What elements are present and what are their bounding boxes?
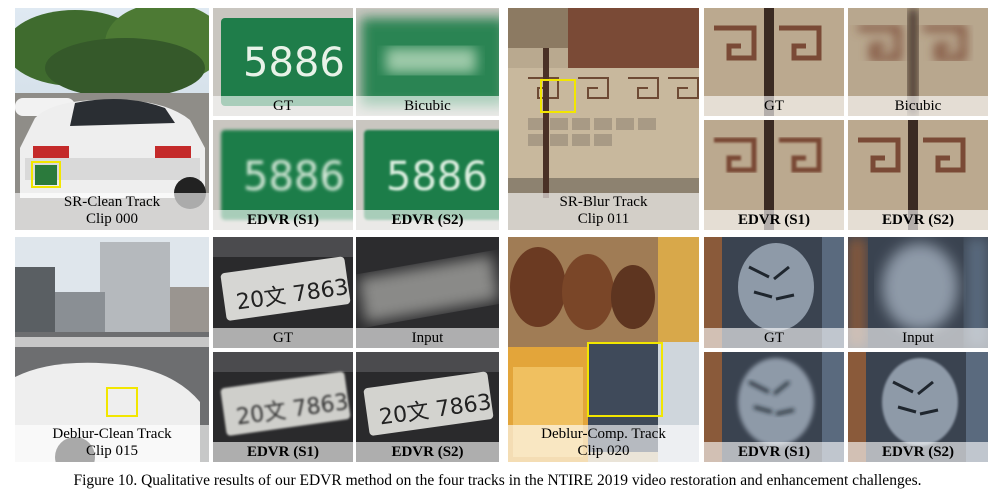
crop-label: EDVR (S2) — [848, 442, 988, 462]
sr-blur-crop-edvr-s1: EDVR (S1) — [704, 120, 844, 230]
track-caption: Deblur-Clean Track Clip 015 — [15, 425, 209, 462]
sr-clean-main-image: SR-Clean Track Clip 000 — [15, 8, 209, 230]
crop-label: EDVR (S1) — [704, 210, 844, 230]
license-plate-crop: 20文 7863 — [213, 237, 353, 348]
crop-label: EDVR (S2) — [848, 210, 988, 230]
plate-text: 5886 — [243, 40, 345, 86]
crop-label: Bicubic — [356, 96, 499, 116]
track-caption: SR-Blur Track Clip 011 — [508, 193, 699, 230]
deblur-comp-crop-input: Input — [848, 237, 988, 348]
track-caption: Deblur-Comp. Track Clip 020 — [508, 425, 699, 462]
deblur-comp-crop-gt: GT — [704, 237, 844, 348]
crop-highlight-box — [587, 342, 663, 417]
license-plate-crop — [356, 237, 499, 348]
plate-text: 5886 — [243, 154, 345, 200]
crop-label: EDVR (S1) — [704, 442, 844, 462]
deblur-clean-crop-gt: 20文 7863 GT — [213, 237, 353, 348]
sr-clean-crop-edvr-s2: 5886 EDVR (S2) — [356, 120, 499, 230]
track-caption: SR-Clean Track Clip 000 — [15, 193, 209, 230]
deblur-clean-crop-edvr-s1: 20文 7863 EDVR (S1) — [213, 352, 353, 462]
sr-clean-crop-gt: 5886 GT — [213, 8, 353, 116]
clip-name: Clip 020 — [577, 443, 630, 459]
crop-label: Input — [356, 328, 499, 348]
crop-highlight-box — [106, 387, 138, 417]
crop-label: Bicubic — [848, 96, 988, 116]
crop-highlight-box — [31, 161, 61, 188]
figure-caption: Figure 10. Qualitative results of our ED… — [73, 472, 922, 489]
crop-label: GT — [704, 328, 844, 348]
deblur-comp-crop-edvr-s2: EDVR (S2) — [848, 352, 988, 462]
crop-label: EDVR (S2) — [356, 210, 499, 230]
deblur-clean-crop-input: Input — [356, 237, 499, 348]
clip-name: Clip 015 — [85, 443, 139, 459]
crop-label: EDVR (S1) — [213, 442, 353, 462]
clip-name: Clip 011 — [577, 211, 630, 227]
crop-label: GT — [213, 96, 353, 116]
sr-clean-crop-bicubic: Bicubic — [356, 8, 499, 116]
crop-highlight-box — [540, 79, 576, 113]
deblur-clean-crop-edvr-s2: 20文 7863 EDVR (S2) — [356, 352, 499, 462]
deblur-clean-main-image: Deblur-Clean Track Clip 015 — [15, 237, 209, 462]
track-name: Deblur-Comp. Track — [541, 426, 666, 442]
sr-clean-crop-edvr-s1: 5886 EDVR (S1) — [213, 120, 353, 230]
sr-blur-crop-bicubic: Bicubic — [848, 8, 988, 116]
deblur-comp-crop-edvr-s1: EDVR (S1) — [704, 352, 844, 462]
crop-label: GT — [213, 328, 353, 348]
sr-blur-crop-gt: GT — [704, 8, 844, 116]
track-name: Deblur-Clean Track — [52, 426, 172, 442]
track-name: SR-Clean Track — [63, 194, 161, 210]
plate-text: 5886 — [386, 154, 488, 200]
crop-label: GT — [704, 96, 844, 116]
crop-label: EDVR (S2) — [356, 442, 499, 462]
sr-blur-crop-edvr-s2: EDVR (S2) — [848, 120, 988, 230]
track-name: SR-Blur Track — [559, 194, 648, 210]
deblur-comp-main-image: Deblur-Comp. Track Clip 020 — [508, 237, 699, 462]
crop-label: EDVR (S1) — [213, 210, 353, 230]
sr-blur-main-image: SR-Blur Track Clip 011 — [508, 8, 699, 230]
clip-name: Clip 000 — [85, 211, 139, 227]
crop-label: Input — [848, 328, 988, 348]
